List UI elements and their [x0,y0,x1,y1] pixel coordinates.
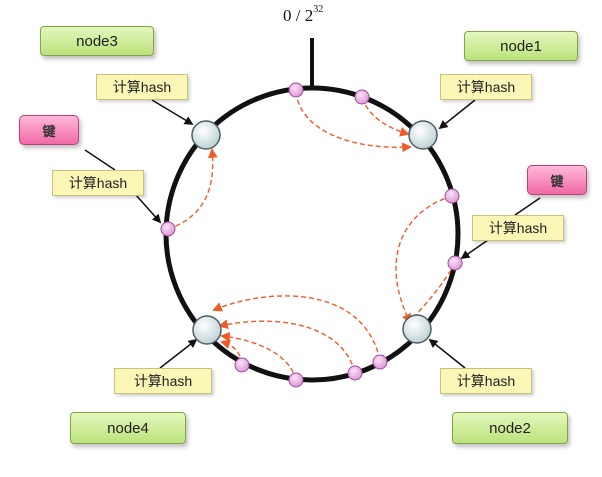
mapping-arrow [295,91,412,153]
node3-box: node3 [40,26,154,56]
key-point [354,89,370,105]
node1-box: node1 [464,31,578,61]
key-point [372,354,388,370]
node4-hash-label: 计算hash [114,368,212,394]
node1-hash-label: 计算hash [440,74,532,100]
key-left-box: 键 [19,115,79,145]
node-point-node2 [402,314,432,344]
key-right-hash-label: 计算hash [472,215,564,241]
node-point-node4 [192,315,222,345]
key-point [234,357,250,373]
mapping-arrow [212,295,381,361]
mapping-arrow [220,331,297,381]
node3-hash-label: 计算hash [96,74,188,100]
node2-hash-label: 计算hash [440,368,532,394]
connector-key-right [514,197,541,216]
connector-key-left [84,149,116,171]
key-point [444,188,460,204]
key-left-hash-label: 计算hash [52,170,144,196]
connector-key-right-hash [460,239,489,260]
mapping-arrow [395,195,453,324]
key-points [160,82,463,388]
mapping-arrow [218,319,356,373]
key-point [288,372,304,388]
key-point [347,365,363,381]
connector-lines [84,99,541,369]
node4-box: node4 [70,412,186,444]
key-point [160,221,176,237]
connector-node3 [151,99,194,125]
connector-key-left-hash [134,193,162,224]
ring-origin-label: 0 / 232 [283,4,324,25]
connector-node1 [438,99,476,130]
node2-box: node2 [452,412,568,444]
connector-node2 [428,338,466,369]
key-point [288,82,304,98]
node-point-node1 [408,120,438,150]
connector-node4 [159,338,198,369]
node-point-node3 [191,120,221,150]
mapping-arrow [167,148,218,230]
key-right-box: 键 [527,165,587,195]
node-points [191,120,438,345]
key-point [447,255,463,271]
